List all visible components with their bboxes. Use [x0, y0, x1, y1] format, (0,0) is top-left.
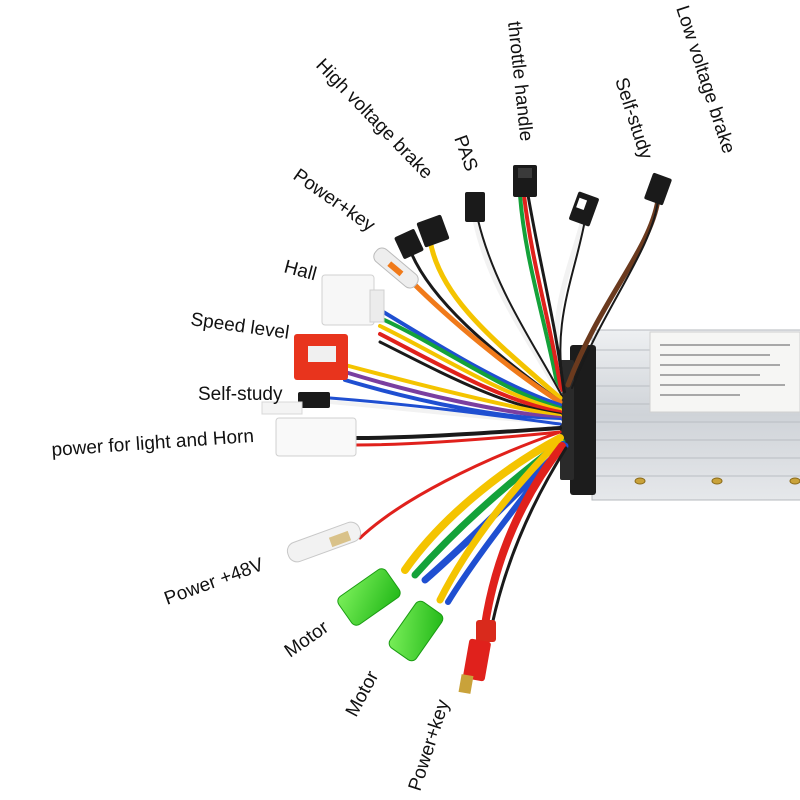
mounting-screws — [634, 477, 800, 485]
wire-bundle-upper — [328, 193, 661, 447]
label-throttle-handle: throttle handle — [503, 20, 536, 142]
label-low-voltage-brake: Low voltage brake — [671, 3, 739, 156]
label-power-key-top: Power+key — [289, 165, 379, 237]
connector-high-voltage-brake — [394, 214, 450, 259]
connector-low-voltage-brake — [644, 172, 672, 206]
connector-motor-1 — [337, 568, 401, 626]
connector-power-48v — [286, 521, 362, 563]
connector-motor-2 — [388, 600, 444, 662]
connector-throttle — [513, 165, 537, 197]
wire-bundle-lower — [358, 430, 569, 629]
connector-speed-level — [294, 334, 348, 380]
label-power-key-bottom: Power+key — [405, 697, 454, 794]
label-motor-2: Motor — [342, 667, 384, 720]
connector-light-horn — [261, 401, 357, 457]
label-hall: Hall — [282, 257, 319, 286]
connector-hall — [321, 274, 385, 326]
label-speed-level: Speed level — [189, 309, 290, 344]
label-power-48v: Power +48V — [162, 554, 267, 609]
connector-self-study-top — [569, 191, 599, 227]
label-pas: PAS — [449, 133, 481, 175]
controller-end-cap — [570, 345, 596, 495]
product-label-sticker — [649, 331, 800, 413]
connector-self-study-left — [298, 392, 330, 408]
controller-body — [560, 329, 800, 501]
label-self-study-top: Self-study — [610, 75, 656, 162]
label-print-lines — [660, 344, 790, 396]
label-power-light-horn: power for light and Horn — [51, 426, 255, 461]
connector-power-key-top — [373, 247, 419, 289]
label-motor-1: Motor — [281, 617, 333, 662]
label-high-voltage-brake: High voltage brake — [311, 55, 436, 184]
connector-power-key-bottom — [458, 620, 496, 694]
label-self-study-left: Self-study — [198, 384, 283, 405]
connector-pas — [465, 192, 485, 222]
